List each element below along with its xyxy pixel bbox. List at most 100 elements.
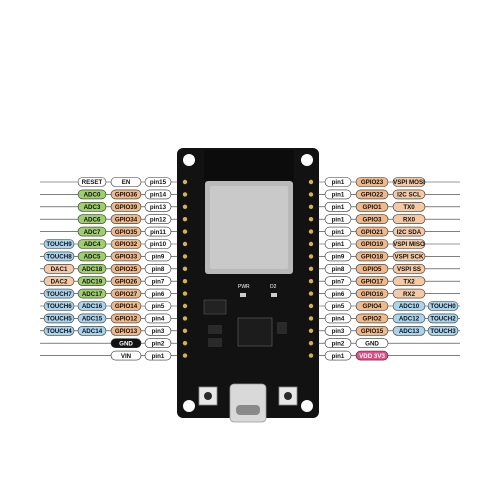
left-header-pin-0 (182, 179, 188, 185)
right-func-11-bg (392, 313, 426, 324)
left-pin-11: pin4 (144, 313, 172, 324)
left-gpio-8-text: GPIO26 (115, 278, 138, 285)
right-header-pin-4 (308, 229, 314, 234)
right-extra-10-text: TOUCH0 (430, 303, 456, 310)
left-extra-6: TOUCH8 (43, 251, 75, 262)
left-extra-9-bg (43, 288, 75, 299)
left-pin-10-text: pin5 (152, 303, 165, 310)
right-pin-2: pin1 (324, 202, 352, 212)
right-pin-5-bg (324, 239, 352, 249)
right-gpio-2-text: GPIO1 (363, 204, 382, 211)
right-gpio-9: GPIO16 (355, 288, 389, 299)
right-func-1-bg (392, 189, 426, 200)
usb-c-port (229, 383, 267, 423)
left-gpio-12-text: GPIO13 (115, 328, 138, 335)
right-gpio-13: GND (355, 338, 389, 349)
right-gpio-7: GPIO5 (355, 263, 389, 274)
right-gpio-7-text: GPIO5 (363, 266, 382, 273)
reset-button-cap (284, 392, 292, 400)
left-pin-12-bg (144, 325, 172, 336)
d2-led (271, 293, 277, 297)
left-pin-10-bg (144, 301, 172, 311)
left-func-0-bg (77, 177, 107, 187)
right-func-12-bg (392, 325, 426, 336)
left-header-pin-5 (182, 241, 188, 247)
left-gpio-14-bg (110, 350, 142, 361)
left-gpio-3-bg (110, 214, 142, 224)
right-func-12-text: ADC13 (399, 328, 420, 335)
left-gpio-13: GND (110, 338, 142, 349)
right-gpio-14-text: VDD 3V3 (359, 353, 385, 360)
left-gpio-1-bg (110, 189, 142, 200)
right-func-11-text: ADC12 (399, 316, 420, 323)
right-gpio-12-bg (355, 325, 389, 336)
left-header-pin-9 (182, 291, 188, 296)
right-gpio-5-bg (355, 239, 389, 249)
right-func-9-bg (392, 288, 426, 299)
right-header-pin-7 (308, 266, 314, 271)
right-pin-12: pin3 (324, 325, 352, 336)
left-extra-5-bg (43, 239, 75, 249)
left-extra-5: TOUCH9 (43, 239, 75, 249)
left-extra-10-bg (43, 301, 75, 311)
left-pin-9-text: pin6 (152, 291, 165, 298)
right-gpio-3-text: GPIO3 (363, 216, 382, 223)
right-extra-11: TOUCH2 (427, 313, 459, 324)
right-header-pin-9 (308, 291, 314, 296)
right-func-1: I2C SCL (392, 189, 426, 200)
left-pin-14: pin1 (144, 350, 172, 361)
right-func-4-bg (392, 226, 426, 237)
left-pin-2-bg (144, 202, 172, 212)
left-gpio-13-text: GND (119, 340, 133, 347)
antenna-area (204, 150, 294, 182)
left-extra-7-text: DAC1 (51, 266, 68, 273)
left-func-0-text: RESET (82, 179, 103, 186)
right-func-0-text: VSPI MOSI (393, 179, 425, 186)
left-gpio-12: GPIO13 (110, 325, 142, 336)
left-header-pin-13 (182, 341, 188, 346)
left-extra-8-text: DAC2 (51, 278, 68, 285)
right-func-7-text: VSPI SS (397, 266, 421, 273)
left-gpio-0-text: EN (122, 179, 131, 186)
left-pin-5-bg (144, 239, 172, 249)
left-pin-4-text: pin11 (150, 229, 166, 236)
left-extra-11: TOUCH5 (43, 313, 75, 324)
left-header-pin-11 (182, 316, 188, 321)
right-pin-12-bg (324, 325, 352, 336)
left-gpio-5-bg (110, 239, 142, 249)
small-component-3 (277, 322, 287, 334)
right-pin-1-text: pin1 (332, 192, 345, 199)
right-gpio-4-bg (355, 226, 389, 237)
left-gpio-2: GPIO39 (110, 202, 142, 212)
right-header-pin-5 (308, 241, 314, 247)
right-pin-0-bg (324, 177, 352, 187)
right-gpio-0-bg (355, 177, 389, 187)
right-gpio-4: GPIO21 (355, 226, 389, 237)
right-pin-13-text: pin2 (332, 340, 345, 347)
left-pin-6-bg (144, 251, 172, 262)
left-pin-5: pin10 (144, 239, 172, 249)
right-gpio-1: GPIO22 (355, 189, 389, 200)
right-pin-9-text: pin6 (332, 291, 345, 298)
esp32-board: PWR D2 (177, 148, 319, 423)
left-func-12-bg (77, 325, 107, 336)
left-pin-9-bg (144, 288, 172, 299)
right-pin-2-bg (324, 202, 352, 212)
left-pin-8: pin7 (144, 276, 172, 287)
right-header-pin-1 (308, 192, 314, 197)
left-pin-2: pin13 (144, 202, 172, 212)
left-pin-13-bg (144, 338, 172, 349)
right-pin-1: pin1 (324, 189, 352, 200)
left-gpio-8-bg (110, 276, 142, 287)
left-func-0: RESET (77, 177, 107, 187)
left-extra-9: TOUCH7 (43, 288, 75, 299)
left-gpio-7-bg (110, 263, 142, 274)
right-header-pin-6 (308, 254, 314, 259)
right-header-pin-2 (308, 204, 314, 209)
left-func-5-bg (77, 239, 107, 249)
left-extra-12-bg (43, 325, 75, 336)
left-gpio-10-bg (110, 301, 142, 311)
right-func-3: RX0 (392, 214, 426, 224)
